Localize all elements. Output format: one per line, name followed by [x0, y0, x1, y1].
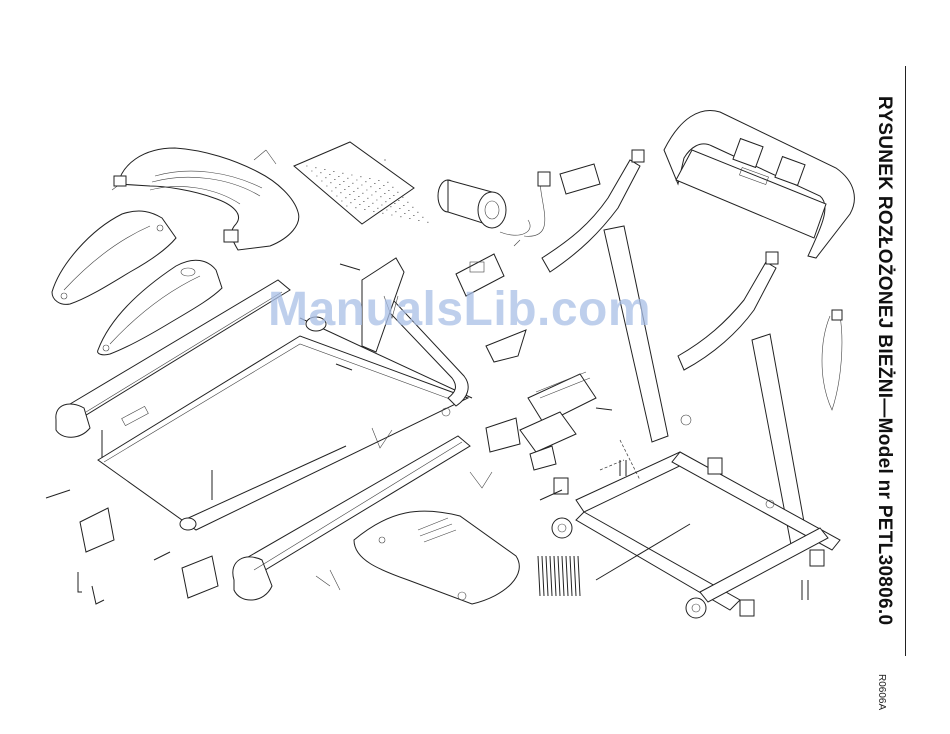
rear-foot-bracket-left [80, 508, 114, 552]
wheel-rear [686, 598, 706, 618]
cable-tie-bundle [538, 556, 580, 596]
page-title: RYSUNEK ROZŁOŻONEJ BIEŻNI—Model nr PETL3… [873, 96, 895, 625]
drawing-code: R0606A [876, 674, 887, 710]
rear-foot-bracket-right [182, 556, 218, 598]
pulse-cord [822, 310, 842, 410]
motor-pan [354, 511, 519, 604]
electronics-tray [486, 372, 596, 470]
drive-motor [438, 180, 530, 246]
title-rule [905, 66, 906, 656]
title-block: RYSUNEK ROZŁOŻONEJ BIEŻNI—Model nr PETL3… [868, 66, 900, 656]
allen-wrench [78, 572, 104, 604]
perforated-platform [294, 142, 429, 224]
wheel-front [552, 518, 572, 538]
manualslib-watermark: ManualsLib.com [268, 282, 651, 337]
console [664, 111, 854, 258]
